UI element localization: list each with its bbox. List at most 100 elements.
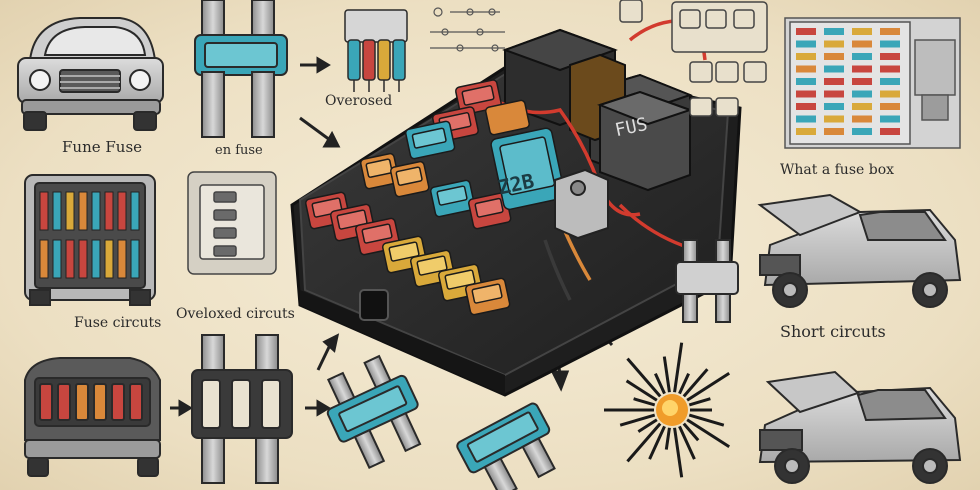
blade-fuse-icon — [675, 239, 739, 323]
panel-fuse-cell — [796, 53, 816, 60]
spark-ray — [673, 342, 684, 393]
panel-fuse-cell — [824, 90, 844, 98]
blade-fuse-icon — [194, 0, 288, 138]
left-fuse-grid — [39, 191, 140, 279]
spark-ray — [626, 357, 662, 398]
panel-fuse-cell — [852, 78, 872, 85]
panel-fuse-cell — [824, 53, 844, 60]
panel-fuse-cell — [852, 53, 872, 60]
panel-fuse-cell — [880, 103, 900, 110]
fuse-set-top — [344, 9, 408, 92]
spark-ray — [682, 368, 709, 398]
spark-ray — [654, 372, 666, 395]
panel-fuse-cell — [880, 78, 900, 85]
spark-ray — [686, 418, 731, 449]
spark-ray — [686, 371, 731, 402]
spark-ray — [688, 413, 725, 427]
panel-fuse-cell — [852, 40, 872, 48]
left-fuse-cell — [130, 239, 140, 279]
left-fuse-cell — [104, 239, 114, 279]
panel-fuse-cell — [796, 78, 816, 85]
blade-fuse-icon — [191, 334, 293, 484]
car-rear-icon — [24, 357, 161, 477]
panel-fuse-cell — [880, 40, 900, 48]
switch-block — [554, 168, 609, 240]
spark-ray — [633, 397, 656, 407]
panel-fuse-cell — [880, 128, 900, 135]
panel-fuse-cell — [852, 65, 872, 73]
label-overloxed-circuts: Oveloxed circuts — [176, 306, 295, 322]
panel-fuse-cell — [796, 90, 816, 98]
left-fuse-cell — [78, 191, 88, 231]
panel-fuse-cell — [824, 103, 844, 110]
spark-ray — [619, 413, 656, 427]
box-fuses — [304, 79, 566, 316]
spark-ray — [678, 372, 690, 395]
car-side-icon — [757, 193, 962, 308]
panel-fuse-cell — [796, 65, 816, 73]
left-fuse-cell — [104, 191, 114, 231]
panel-fuse-cell — [824, 65, 844, 73]
panel-fuse-cell — [824, 128, 844, 135]
panel-fuse-cell — [852, 28, 872, 35]
panel-fuse-cell — [824, 40, 844, 48]
spark-ray — [625, 379, 658, 402]
schematic-sketch — [430, 7, 505, 52]
panel-fuse-cell — [824, 28, 844, 35]
left-fuse-cell — [39, 191, 49, 231]
left-fuse-cell — [52, 191, 62, 231]
left-fuse-cell — [65, 191, 75, 231]
blade-fuse-icon — [456, 402, 556, 490]
fus-relay — [597, 90, 694, 192]
blade-fuse-icon — [326, 354, 422, 470]
panel-fuse-cell — [880, 65, 900, 73]
left-fuse-cell — [39, 239, 49, 279]
spark-ray — [637, 418, 658, 433]
left-fuse-cell — [91, 191, 101, 231]
label-fune-fuse: Fune Fuse — [62, 138, 143, 156]
panel-fuse-cell — [852, 128, 872, 135]
left-fuse-cell — [65, 239, 75, 279]
panel-fuse-cell — [824, 115, 844, 123]
left-fuse-cell — [117, 191, 127, 231]
panel-fuse-cell — [880, 53, 900, 60]
panel-fuse-cell — [796, 115, 816, 123]
car-side-icon — [758, 370, 962, 484]
spark-ray — [688, 397, 711, 407]
panel-fuse-cell — [880, 115, 900, 123]
left-fuse-cell — [91, 239, 101, 279]
spark-burst-icon — [604, 342, 731, 478]
panel-fuse-cell — [852, 103, 872, 110]
panel-fuse-cell — [852, 115, 872, 123]
spark-ray — [673, 427, 684, 478]
spark-ray — [682, 422, 700, 442]
panel-fuse-cell — [796, 128, 816, 135]
panel-fuse-cell — [824, 78, 844, 85]
panel-fuse-grid — [796, 28, 900, 135]
panel-fuse-cell — [796, 103, 816, 110]
spark-ray — [626, 422, 662, 463]
left-fuse-cell — [117, 239, 127, 279]
car-front-icon — [17, 17, 164, 131]
panel-fuse-cell — [852, 90, 872, 98]
spark-ray — [648, 425, 666, 460]
label-short-circuts: Short circuts — [780, 322, 886, 341]
left-fuse-cell — [52, 239, 62, 279]
panel-fuse-cell — [796, 40, 816, 48]
panel-fuse-cell — [796, 28, 816, 35]
relay-sketches — [619, 0, 768, 117]
label-overosed: Overosed — [325, 93, 393, 109]
spark-ray — [662, 356, 671, 393]
fuse-holder-small — [187, 171, 277, 275]
label-fuse-circuts: Fuse circuts — [74, 315, 162, 331]
panel-fuse-cell — [880, 28, 900, 35]
label-what-fuse-box: What a fuse box — [780, 162, 895, 178]
left-fuse-cell — [78, 239, 88, 279]
label-en-fuse: en fuse — [215, 143, 263, 158]
spark-ray — [678, 425, 696, 460]
spark-ray — [664, 427, 671, 450]
left-fuse-cell — [130, 191, 140, 231]
panel-fuse-cell — [880, 90, 900, 98]
